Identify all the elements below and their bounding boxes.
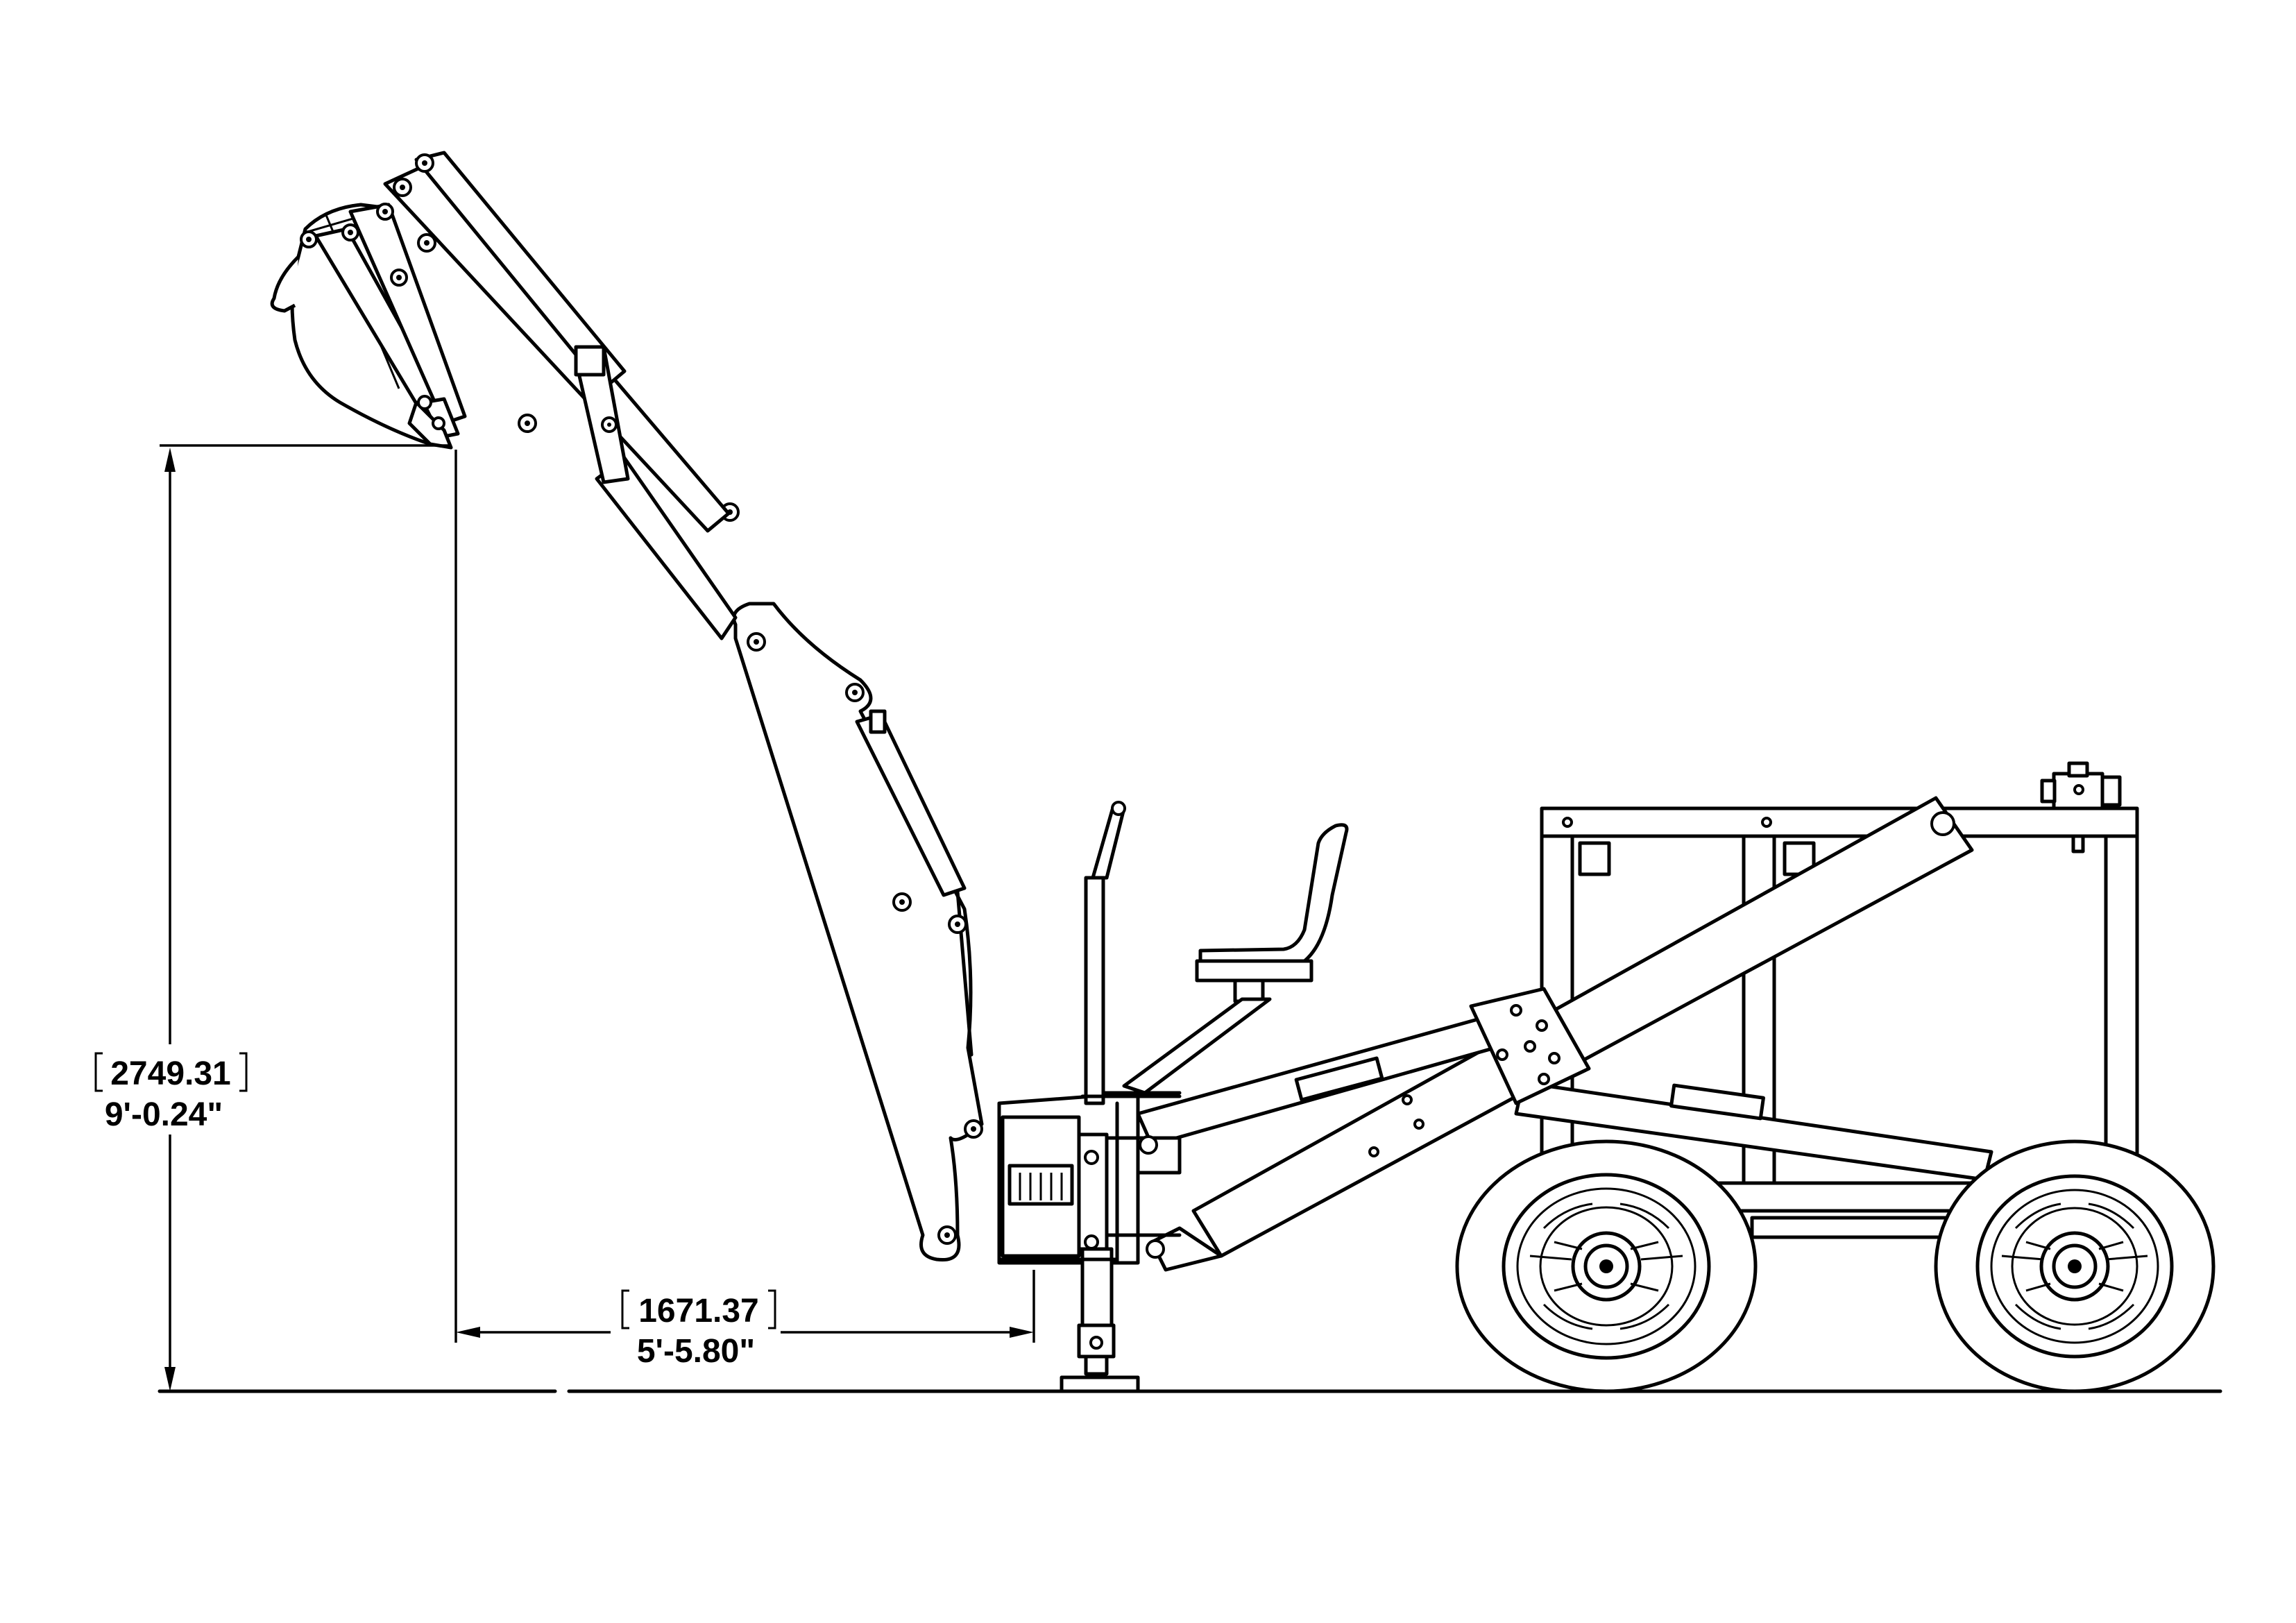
swing-frame [997,1091,1182,1393]
reach-dimension: 1671.37 5'-5.80" [454,450,1035,1370]
height-imperial-label: 9'-0.24" [105,1096,223,1133]
front-wheel [1455,1139,1758,1393]
bucket [270,203,467,450]
height-metric-label: 2749.31 [110,1055,231,1092]
reach-metric-label: 1671.37 [638,1293,759,1329]
dipper-arm [383,151,731,533]
control-lever [1080,801,1182,1105]
height-dimension: 2749.31 9'-0.24" [83,444,555,1393]
rear-wheel [1934,1139,2216,1393]
operator-seat [1101,823,1349,1095]
reach-imperial-label: 5'-5.80" [637,1333,755,1370]
drawbar-beams [1108,796,1993,1272]
boom [595,456,984,1262]
